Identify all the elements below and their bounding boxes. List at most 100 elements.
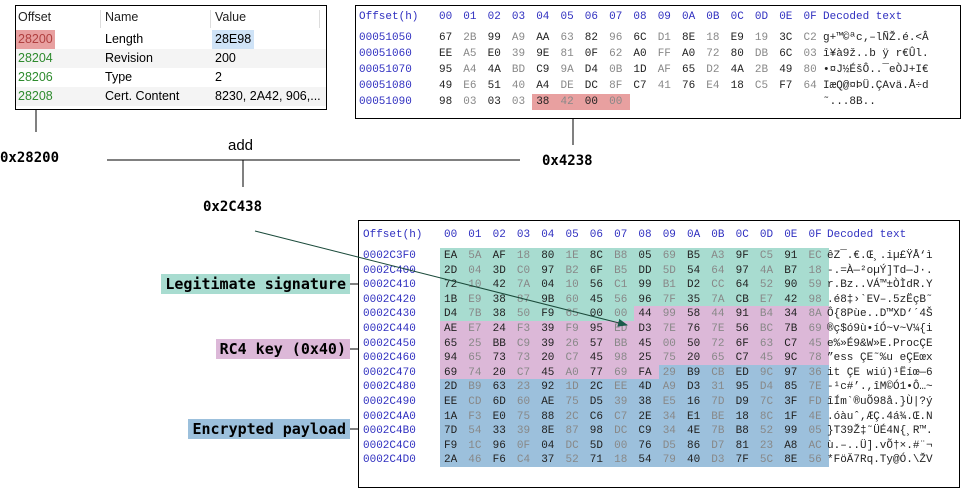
payload-highlight bbox=[658, 423, 684, 438]
hex-byte: B5 bbox=[687, 250, 701, 262]
signature-highlight bbox=[683, 291, 708, 307]
byte-column-header: 02 bbox=[487, 11, 501, 23]
row-offset: 28208 bbox=[18, 89, 53, 103]
hex-byte: 10 bbox=[468, 279, 482, 292]
hex-byte: 2D bbox=[444, 381, 458, 394]
byte-column-header: 0C bbox=[730, 11, 744, 23]
hex-byte: 42 bbox=[560, 96, 574, 108]
hex-byte: 72 bbox=[711, 337, 725, 350]
hex-byte: B9 bbox=[687, 366, 701, 379]
rc4-highlight bbox=[780, 306, 805, 321]
hex-byte: 58 bbox=[687, 308, 701, 321]
hex-byte: A4 bbox=[536, 80, 550, 92]
payload-highlight bbox=[512, 423, 538, 438]
byte-column-header: 08 bbox=[633, 11, 647, 23]
hex-byte: 1E bbox=[565, 250, 579, 262]
hex-byte: 00 bbox=[584, 96, 598, 108]
hex-byte: 0F bbox=[584, 48, 598, 60]
payload-highlight bbox=[755, 423, 781, 438]
hex-byte: 8E bbox=[682, 32, 696, 44]
hex-byte: 03 bbox=[463, 96, 477, 108]
hex-byte: 39 bbox=[541, 323, 555, 335]
payload-highlight bbox=[610, 394, 635, 409]
hex-byte: 7E bbox=[662, 323, 676, 335]
hex-byte: 4A bbox=[487, 64, 501, 76]
payload-highlight bbox=[658, 408, 684, 424]
hex-byte: EC bbox=[808, 250, 822, 262]
hex-byte: 2D bbox=[444, 264, 458, 277]
byte-column-header: 09 bbox=[662, 229, 676, 241]
payload-highlight bbox=[561, 379, 587, 394]
table-row[interactable]: 28200 Length 28E98 bbox=[16, 30, 326, 49]
row-value: 200 bbox=[215, 51, 236, 65]
hex-byte: ED bbox=[614, 323, 628, 335]
payload-highlight bbox=[488, 408, 514, 424]
byte-column-header: 02 bbox=[492, 229, 506, 241]
signature-highlight bbox=[683, 262, 708, 278]
encrypted-payload-label: Encrypted payload bbox=[188, 419, 350, 439]
row-offset: 0002C490 bbox=[363, 396, 416, 408]
hex-byte: 99 bbox=[487, 32, 501, 44]
payload-highlight bbox=[707, 452, 733, 467]
payload-highlight bbox=[683, 379, 708, 394]
row-value: 2 bbox=[215, 70, 222, 84]
hex-byte: A5 bbox=[463, 48, 477, 60]
hex-byte: 72 bbox=[444, 279, 458, 292]
hex-byte: F3 bbox=[516, 323, 531, 335]
rc4-highlight bbox=[780, 350, 805, 365]
hex-byte: E7 bbox=[759, 293, 774, 306]
payload-highlight bbox=[731, 423, 757, 438]
rc4-highlight bbox=[707, 350, 733, 365]
signature-highlight bbox=[634, 262, 660, 278]
hex-byte: 39 bbox=[516, 425, 531, 438]
hex-byte: CB bbox=[711, 366, 725, 379]
hex-byte: 2E bbox=[638, 410, 652, 423]
rc4-highlight bbox=[488, 335, 514, 351]
hex-byte: 8F bbox=[609, 80, 623, 92]
row-offset: 0002C440 bbox=[363, 323, 416, 335]
table-row[interactable]: 28208 Cert. Content 8230, 2A42, 906,... bbox=[16, 87, 326, 106]
rc4-highlight bbox=[512, 364, 538, 380]
payload-highlight bbox=[440, 379, 465, 394]
hex-byte: 1F bbox=[784, 410, 798, 423]
hex-byte: E7 bbox=[468, 323, 482, 335]
hex-byte: 04 bbox=[541, 279, 555, 292]
payload-highlight bbox=[488, 379, 514, 394]
table-row[interactable]: 28204 Revision 200 bbox=[16, 49, 326, 68]
hex-byte: 95 bbox=[589, 323, 603, 335]
payload-highlight bbox=[683, 364, 708, 380]
hex-byte: 29 bbox=[662, 366, 676, 379]
hex-byte: 18 bbox=[808, 264, 822, 277]
hex-byte: A0 bbox=[633, 48, 647, 60]
rc4-highlight bbox=[488, 350, 514, 365]
hex-byte: BC bbox=[759, 323, 774, 335]
payload-highlight bbox=[512, 379, 538, 394]
offset_highlight-highlight bbox=[605, 94, 630, 110]
hex-byte: D3 bbox=[711, 454, 725, 467]
byte-column-header: 0B bbox=[706, 11, 720, 23]
add-operation-label: add bbox=[228, 137, 254, 154]
table-row[interactable]: 28206 Type 2 bbox=[16, 68, 326, 87]
hex-byte: 8E bbox=[784, 454, 798, 467]
payload-highlight bbox=[755, 379, 781, 394]
signature-highlight bbox=[804, 291, 830, 307]
byte-column-header: 0F bbox=[803, 11, 817, 23]
payload-highlight bbox=[440, 437, 465, 453]
rc4-highlight bbox=[755, 306, 781, 321]
hex-byte: EE bbox=[444, 396, 458, 408]
hex-byte: 39 bbox=[614, 396, 628, 408]
hex-byte: 56 bbox=[735, 323, 749, 335]
rc4-highlight bbox=[440, 335, 465, 351]
byte-column-header: 0A bbox=[682, 11, 696, 23]
hex-byte: 51 bbox=[487, 80, 501, 92]
hex-byte: 00 bbox=[662, 337, 676, 350]
hex-byte: 42 bbox=[492, 279, 506, 292]
hex-byte: 79 bbox=[662, 454, 676, 467]
payload-highlight bbox=[780, 408, 805, 424]
payload-highlight bbox=[731, 452, 757, 467]
payload-highlight bbox=[585, 423, 611, 438]
hex-byte: 65 bbox=[565, 308, 579, 321]
rc4-highlight bbox=[464, 335, 490, 351]
table-header: Offset Name Value bbox=[16, 8, 326, 28]
signature-highlight bbox=[658, 262, 684, 278]
